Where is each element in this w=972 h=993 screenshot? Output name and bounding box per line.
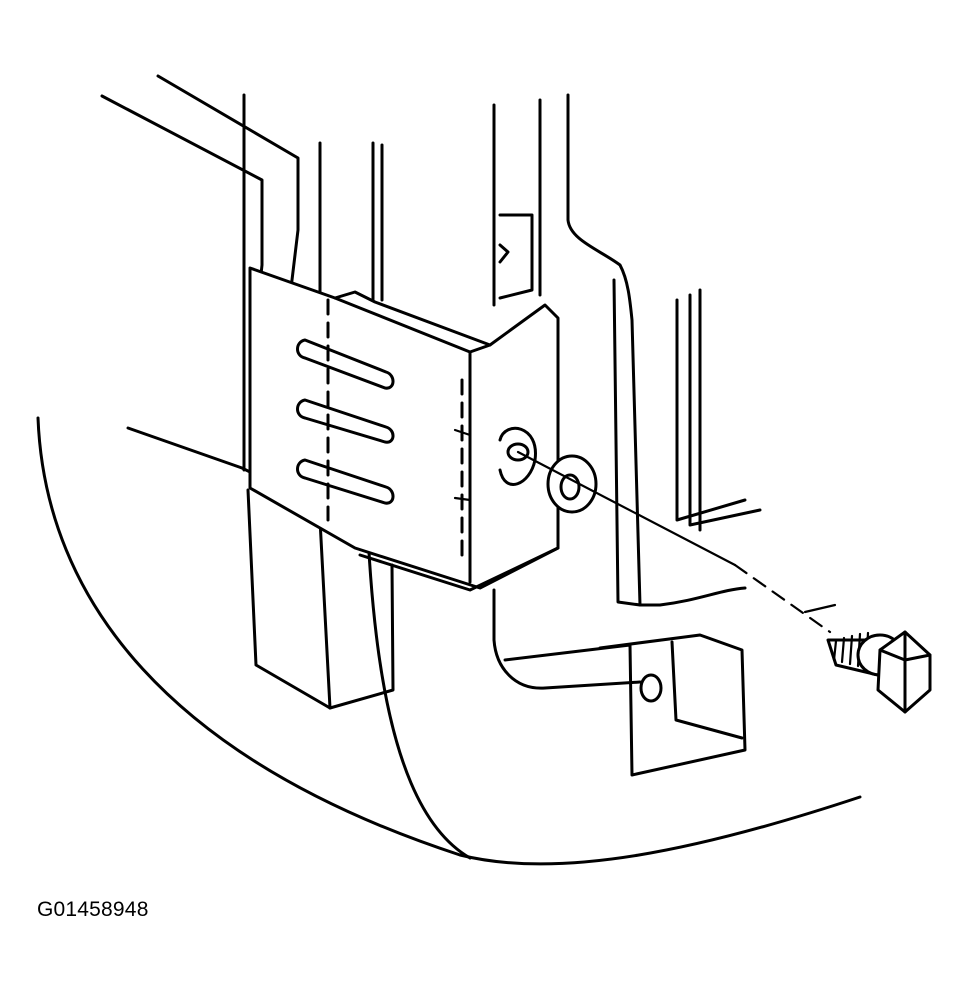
figure-code: G01458948 — [37, 898, 149, 921]
bracket-slot-1 — [296, 338, 395, 390]
wall-line-2 — [675, 298, 747, 522]
bolt-icon — [826, 630, 932, 714]
panel-edge-lower — [126, 426, 264, 480]
bracket-slot-2 — [296, 398, 395, 444]
hanger-bracket — [503, 633, 747, 777]
hanger-hole — [639, 673, 663, 703]
bracket-dash-3 — [453, 428, 472, 437]
bracket-dash-4 — [453, 496, 472, 502]
wall-line-1 — [612, 278, 642, 607]
alignment-line-dashed — [733, 563, 832, 634]
bracket-bottom-edge — [358, 546, 560, 592]
bracket-hole — [506, 442, 530, 462]
right-pillar-edge-3 — [566, 93, 747, 607]
wall-line-3 — [688, 293, 762, 527]
right-pillar-left-edge-lower — [492, 588, 642, 690]
right-pillar-notch-small — [498, 243, 510, 264]
alignment-line-solid — [516, 450, 737, 567]
lower-pillar-edge — [318, 518, 332, 710]
bracket-slot-3 — [296, 458, 395, 505]
hanger-inner — [670, 640, 744, 740]
body-outer-curve — [36, 416, 862, 866]
hanger-dash — [803, 603, 837, 614]
panel-edge-upper — [100, 94, 264, 472]
bracket-top-face — [333, 296, 492, 354]
washer-icon — [546, 454, 598, 514]
right-pillar-notch — [498, 213, 534, 300]
